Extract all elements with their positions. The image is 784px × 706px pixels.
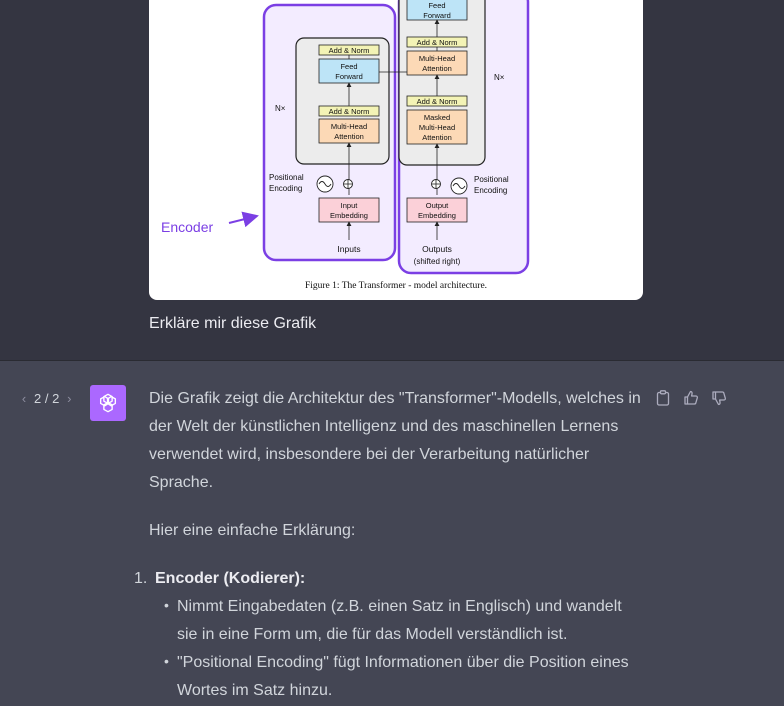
bullet-item: Nimmt Eingabedaten (z.B. einen Satz in E… [164,591,643,649]
svg-text:N×: N× [494,73,505,82]
svg-text:Embedding: Embedding [418,211,456,220]
transformer-diagram: Add & Norm Feed Forward Add & Norm Multi… [161,0,530,291]
figure-caption: Figure 1: The Transformer - model archit… [305,280,487,291]
message-actions [654,389,728,407]
assistant-message: ‹ 2 / 2 › Die Grafik zeigt die Architekt… [0,361,784,706]
svg-text:Embedding: Embedding [330,211,368,220]
list-number: 1. [134,570,148,587]
user-message: Add & Norm Feed Forward Add & Norm Multi… [0,0,784,361]
svg-text:Inputs: Inputs [337,244,360,254]
chevron-right-icon[interactable]: › [67,391,72,406]
assistant-answer: Die Grafik zeigt die Architektur des "Tr… [134,385,643,705]
svg-text:N×: N× [275,104,286,113]
svg-text:Feed: Feed [340,62,357,71]
answer-paragraph-2: Hier eine einfache Erklärung: [149,522,356,539]
svg-text:Output: Output [426,201,449,210]
thumbs-up-icon[interactable] [682,389,700,407]
list-item-title: Encoder (Kodierer): [155,570,306,587]
svg-text:Encoding: Encoding [474,186,507,195]
svg-text:Masked: Masked [424,113,450,122]
thumbs-down-icon[interactable] [710,389,728,407]
clipboard-icon[interactable] [654,389,672,407]
svg-text:Multi-Head: Multi-Head [419,54,455,63]
svg-text:Multi-Head: Multi-Head [331,122,367,131]
bullet-item: "Positional Encoding" fügt Informationen… [164,647,643,705]
svg-text:Attention: Attention [422,64,452,73]
response-pager: ‹ 2 / 2 › [19,391,74,406]
svg-text:Positional: Positional [474,175,509,184]
svg-text:Forward: Forward [335,72,363,81]
svg-text:Attention: Attention [422,133,452,142]
svg-text:Add & Norm: Add & Norm [417,97,458,106]
user-prompt-text: Erkläre mir diese Grafik [149,315,317,332]
svg-text:(shifted right): (shifted right) [414,257,461,266]
svg-text:Feed: Feed [428,1,445,10]
pager-label: 2 / 2 [34,391,60,406]
list-item: 1. Encoder (Kodierer): Nimmt Eingabedate… [134,565,643,705]
answer-list: 1. Encoder (Kodierer): Nimmt Eingabedate… [134,565,643,705]
svg-text:Encoding: Encoding [269,184,302,193]
transformer-diagram-image[interactable]: Add & Norm Feed Forward Add & Norm Multi… [149,0,643,300]
svg-text:Forward: Forward [423,11,451,20]
enc-add-norm-2-label: Add & Norm [329,46,370,55]
svg-text:Input: Input [341,201,359,210]
openai-logo-icon [90,385,126,421]
svg-text:Outputs: Outputs [422,244,452,254]
svg-text:Multi-Head: Multi-Head [419,123,455,132]
encoder-callout-label: Encoder [161,219,213,235]
svg-text:Attention: Attention [334,132,364,141]
svg-text:Add & Norm: Add & Norm [417,38,458,47]
svg-text:Add & Norm: Add & Norm [329,107,370,116]
answer-paragraph-1: Die Grafik zeigt die Architektur des "Tr… [149,390,641,491]
bullet-list: Nimmt Eingabedaten (z.B. einen Satz in E… [155,591,643,705]
svg-text:Positional: Positional [269,173,304,182]
chevron-left-icon[interactable]: ‹ [21,391,27,406]
